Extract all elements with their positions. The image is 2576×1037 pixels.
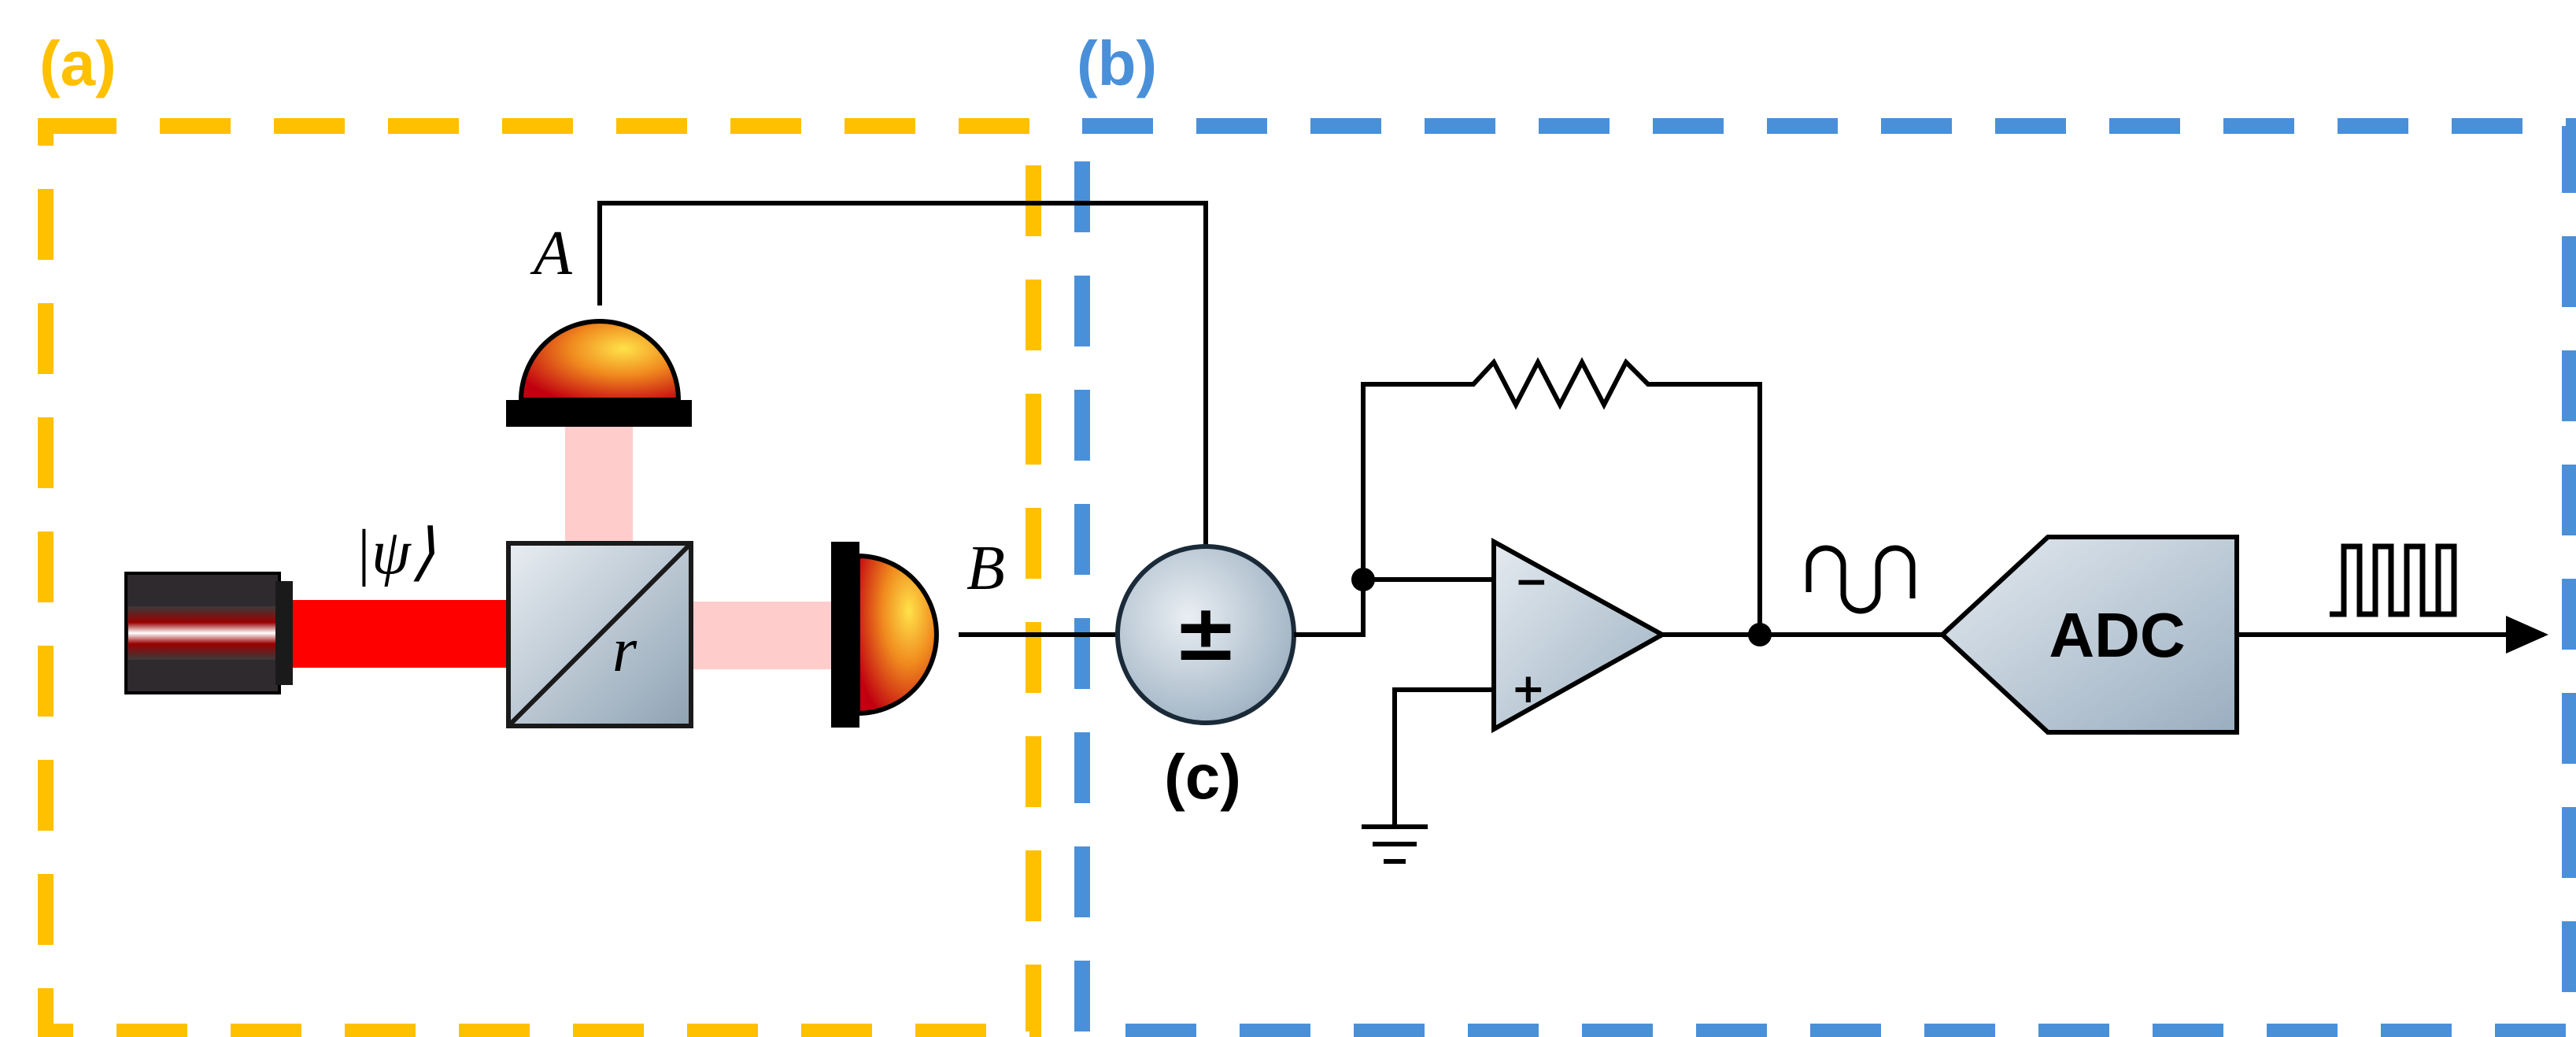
- adc-label: ADC: [2049, 600, 2185, 670]
- reflected-beam: [565, 427, 633, 543]
- detector-b: [831, 542, 939, 728]
- wire-detector-a: [597, 201, 1208, 545]
- state-label: |ψ⟩: [354, 518, 435, 587]
- panel-c-label: (c): [1164, 742, 1241, 812]
- analog-signal-icon: [1805, 545, 1916, 614]
- combiner-symbol: ±: [1173, 587, 1239, 679]
- digital-signal-icon: [2330, 543, 2457, 617]
- ground-symbol: [1362, 824, 1428, 864]
- wire-combiner-to-node: [1294, 577, 1494, 637]
- laser-beam: [293, 600, 507, 668]
- beamsplitter-label: r: [612, 616, 638, 685]
- beam-splitter: [506, 541, 693, 728]
- transmitted-beam: [691, 602, 841, 669]
- junction-node-output: [1748, 623, 1772, 646]
- detector-b-label: B: [966, 534, 1005, 603]
- laser-source: [124, 572, 293, 694]
- feedback-resistor: [1361, 357, 1762, 635]
- op-amp-minus: −: [1514, 558, 1549, 606]
- op-amp-plus: +: [1511, 665, 1546, 713]
- detector-a: [506, 319, 692, 427]
- wire-ground: [1392, 687, 1494, 827]
- detector-a-label: A: [530, 219, 573, 288]
- panel-b-label: (b): [1077, 28, 1157, 98]
- panel-a-label: (a): [39, 28, 116, 98]
- panel-b-frame: [1074, 118, 2576, 1037]
- op-amp: [1491, 537, 1668, 734]
- panel-a-frame: [38, 118, 1041, 1037]
